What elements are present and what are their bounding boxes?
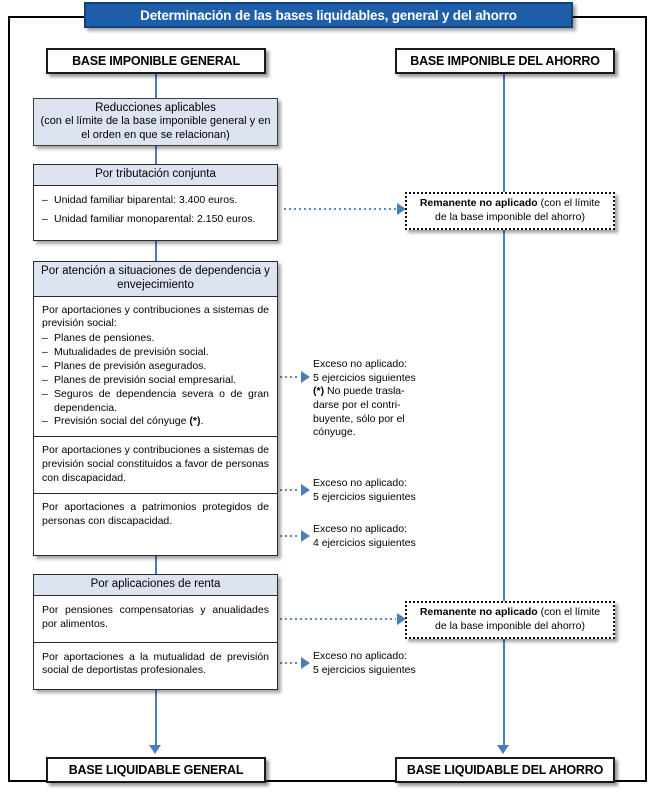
tributacion-conjunta-body: Unidad familiar biparental: 3.400 euros.… <box>34 186 277 240</box>
dependencia-section-3: Por aportaciones a patrimonios protegido… <box>34 492 277 536</box>
remanente-1-line-1: Remanente no aplicado (con el límite <box>420 197 600 211</box>
note-3-line-1: Exceso no aplicado: <box>313 523 407 535</box>
aplicaciones-renta-section-2: Por aportaciones a la mutualidad de prev… <box>34 641 277 689</box>
remanente-2-line-1: Remanente no aplicado (con el límite <box>420 606 600 620</box>
reducciones-title: Reducciones aplicables <box>95 102 216 115</box>
note-1-line-4: darse por el contri- <box>313 398 401 411</box>
reducciones-subtitle-2: el orden en que se relacionan) <box>81 129 230 142</box>
base-liquidable-ahorro-box: BASE LIQUIDABLE DEL AHORRO <box>395 757 615 783</box>
tributacion-conjunta-group: Por tributación conjunta Unidad familiar… <box>33 164 278 241</box>
list-item: Mutualidades de previsión social. <box>42 346 269 360</box>
connector-arrow-icon <box>301 371 310 383</box>
note-3-line-2: 4 ejercicios siguientes <box>313 536 416 549</box>
reducciones-aplicables-box: Reducciones aplicables (con el límite de… <box>33 98 278 146</box>
base-liquidable-ahorro-label: BASE LIQUIDABLE DEL AHORRO <box>406 763 604 777</box>
note-4-line-2: 5 ejercicios siguientes <box>313 663 416 676</box>
note-1-line-1: Exceso no aplicado: <box>313 358 407 370</box>
base-imponible-ahorro-label: BASE IMPONIBLE DEL AHORRO <box>410 54 600 68</box>
dependencia-header: Por atención a situaciones de dependenci… <box>34 262 277 297</box>
connector-arrow-icon <box>397 203 406 215</box>
dependencia-section-1-intro: Por aportaciones y contribuciones a sist… <box>42 303 269 330</box>
tributacion-conjunta-list: Unidad familiar biparental: 3.400 euros.… <box>42 194 269 227</box>
connector-arrow-icon <box>301 657 310 669</box>
note-exceso-1: Exceso no aplicado: 5 ejercicios siguien… <box>313 358 423 440</box>
base-imponible-ahorro-box: BASE IMPONIBLE DEL AHORRO <box>395 48 615 74</box>
dependencia-section-2: Por aportaciones y contribuciones a sist… <box>34 436 277 493</box>
connector-arrow-icon <box>397 613 406 625</box>
dependencia-group: Por atención a situaciones de dependenci… <box>33 261 278 556</box>
aplicaciones-renta-group: Por aplicaciones de renta Por pensiones … <box>33 574 278 690</box>
dependencia-header-line2: envejecimiento <box>117 278 194 291</box>
left-spine-1 <box>155 74 157 98</box>
left-spine-5 <box>155 690 157 748</box>
remanente-1-strong: Remanente no aplicado <box>419 197 538 210</box>
list-item: Planes de pensiones. <box>42 332 269 346</box>
note-exceso-3: Exceso no aplicado: 4 ejercicios siguien… <box>313 523 433 550</box>
base-imponible-general-box: BASE IMPONIBLE GENERAL <box>46 48 266 74</box>
note-2-line-1: Exceso no aplicado: <box>313 477 407 489</box>
note-1-line-5: buyente, sólo por el <box>313 412 405 425</box>
list-item: Planes de previsión social empresarial. <box>42 374 269 388</box>
connector-dotted-line <box>260 376 300 378</box>
right-spine <box>503 74 505 748</box>
aplicaciones-renta-header: Por aplicaciones de renta <box>34 575 277 596</box>
list-item: Seguros de dependencia severa o de gran … <box>42 388 269 416</box>
note-exceso-2: Exceso no aplicado: 5 ejercicios siguien… <box>313 477 433 504</box>
list-item: Planes de previsión asegurados. <box>42 360 269 374</box>
remanente-1-line-2: de la base imponible del ahorro) <box>434 211 585 223</box>
note-2-line-2: 5 ejercicios siguientes <box>313 490 416 503</box>
connector-arrow-icon <box>301 484 310 496</box>
dependencia-section-1: Por aportaciones y contribuciones a sist… <box>34 297 277 437</box>
left-arrow-down <box>149 745 161 754</box>
left-spine-3 <box>155 241 157 261</box>
tributacion-conjunta-header: Por tributación conjunta <box>34 165 277 186</box>
connector-arrow-icon <box>301 530 310 542</box>
base-liquidable-general-box: BASE LIQUIDABLE GENERAL <box>46 757 266 783</box>
left-spine-4 <box>155 556 157 574</box>
remanente-2-rest: (con el límite <box>537 606 601 619</box>
connector-dotted-line <box>260 535 300 537</box>
connector-dotted-line <box>260 662 300 664</box>
dependencia-section-1-list: Planes de pensiones. Mutualidades de pre… <box>42 332 269 429</box>
right-arrow-down <box>497 745 509 754</box>
list-item: Unidad familiar monoparental: 2.150 euro… <box>42 213 269 227</box>
remanente-2-line-2: de la base imponible del ahorro) <box>434 620 585 632</box>
reducciones-subtitle-1: (con el límite de la base imponible gene… <box>40 115 271 128</box>
base-imponible-general-label: BASE IMPONIBLE GENERAL <box>72 54 240 68</box>
diagram-title-banner: Determinación de las bases liquidables, … <box>84 2 573 28</box>
note-1-line-3: (*) No puede trasla- <box>313 385 405 398</box>
connector-dotted-line <box>284 208 396 210</box>
remanente-1-rest: (con el límite <box>537 197 601 210</box>
connector-tributacion-to-remanente <box>276 203 406 215</box>
connector-dotted-line <box>260 489 300 491</box>
list-item: Previsión social del cónyuge (*). <box>42 415 269 429</box>
note-4-line-1: Exceso no aplicado: <box>313 650 407 662</box>
base-liquidable-general-label: BASE LIQUIDABLE GENERAL <box>68 763 244 777</box>
note-exceso-4: Exceso no aplicado: 5 ejercicios siguien… <box>313 650 433 677</box>
left-spine-2 <box>155 146 157 164</box>
remanente-no-aplicado-box-1: Remanente no aplicado (con el límite de … <box>405 192 615 230</box>
dependencia-header-line1: Por atención a situaciones de dependenci… <box>41 265 270 277</box>
note-1-line-2: 5 ejercicios siguientes <box>313 371 416 384</box>
remanente-no-aplicado-box-2: Remanente no aplicado (con el límite de … <box>405 601 615 639</box>
note-1-line-6: cónyuge. <box>313 426 356 439</box>
remanente-2-strong: Remanente no aplicado <box>419 606 538 619</box>
aplicaciones-renta-section-1: Por pensiones compensatorias y anualidad… <box>42 603 269 630</box>
connector-dotted-line <box>260 618 396 620</box>
list-item: Unidad familiar biparental: 3.400 euros. <box>42 194 269 208</box>
